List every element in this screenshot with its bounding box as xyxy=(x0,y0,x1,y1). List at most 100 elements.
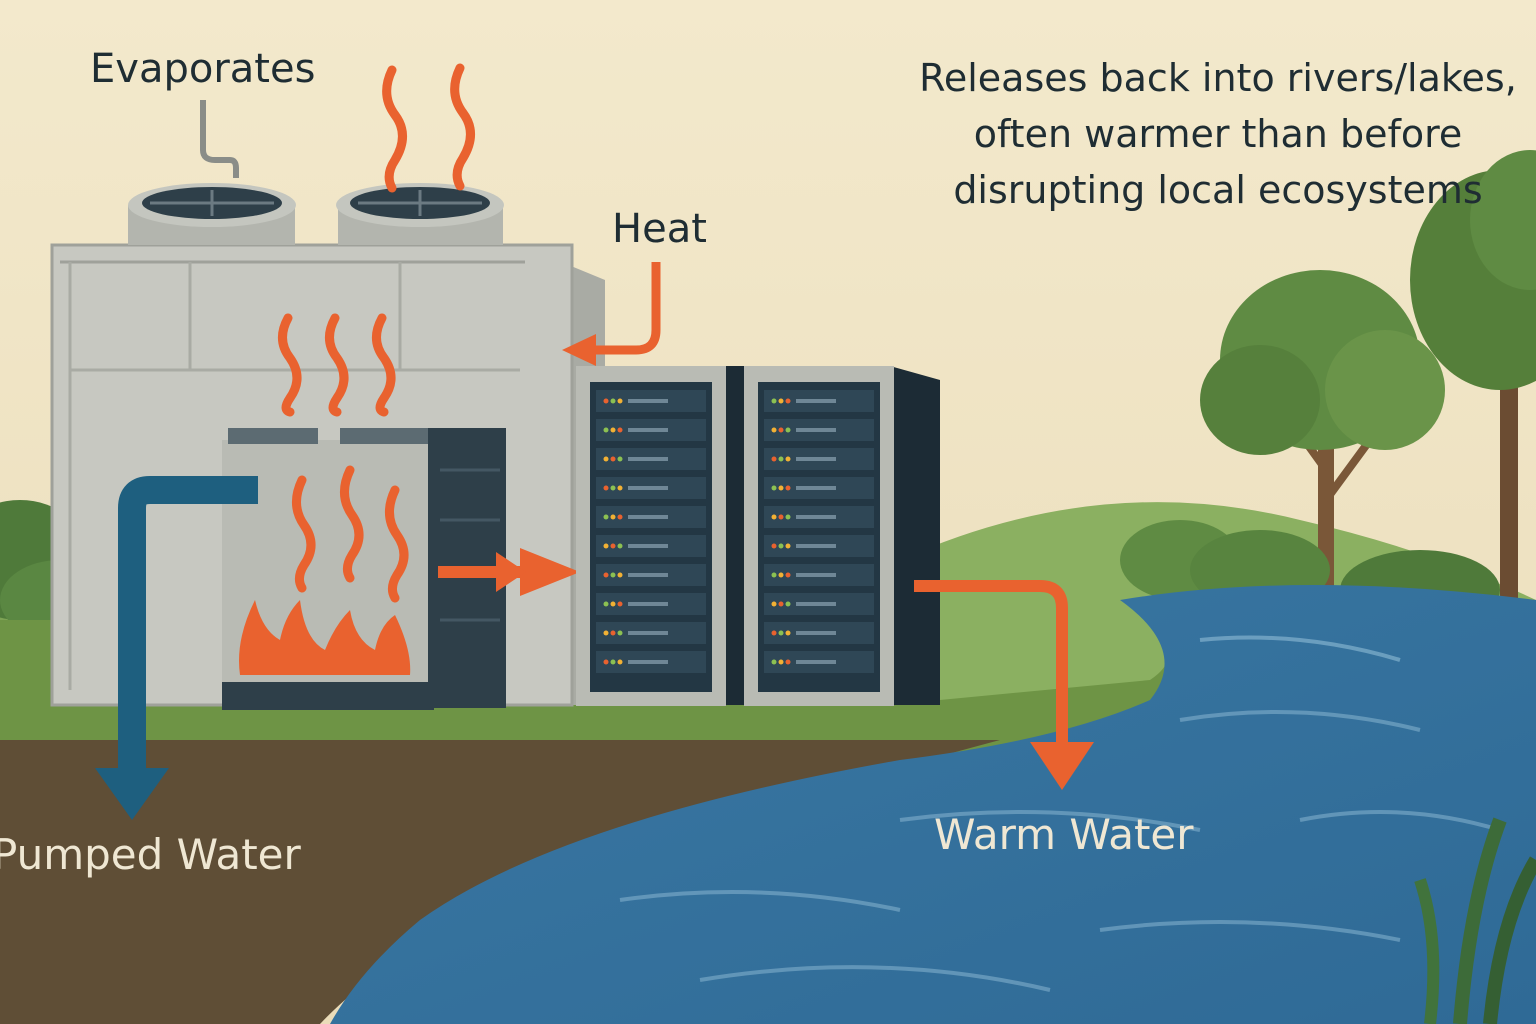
server-unit-slot xyxy=(628,515,668,519)
server-unit-slot xyxy=(796,457,836,461)
server-led xyxy=(771,427,777,433)
warm-water-label: Warm Water xyxy=(934,810,1194,859)
server-led xyxy=(603,456,609,462)
server-unit-slot xyxy=(796,573,836,577)
tree-icon xyxy=(1410,150,1536,600)
server-led xyxy=(785,659,791,665)
server-led xyxy=(603,601,609,607)
server-led xyxy=(771,485,777,491)
server-led xyxy=(785,601,791,607)
server-led xyxy=(617,398,623,404)
server-unit-slot xyxy=(796,399,836,403)
server-led xyxy=(617,456,623,462)
server-led xyxy=(778,601,784,607)
server-unit-slot xyxy=(628,457,668,461)
releases-note: Releases back into rivers/lakes, often w… xyxy=(908,50,1528,218)
warm-water-arrow xyxy=(914,580,1094,790)
server-led xyxy=(785,485,791,491)
server-led xyxy=(771,659,777,665)
fan-icon xyxy=(128,183,296,245)
server-led xyxy=(610,630,616,636)
server-unit-slot xyxy=(628,399,668,403)
server-led xyxy=(778,572,784,578)
server-unit-slot xyxy=(796,631,836,635)
server-unit-slot xyxy=(796,602,836,606)
server-led xyxy=(603,485,609,491)
server-led xyxy=(603,659,609,665)
server-led xyxy=(610,659,616,665)
heat-arrow xyxy=(562,262,661,366)
server-led xyxy=(610,572,616,578)
server-led xyxy=(603,630,609,636)
server-led xyxy=(610,543,616,549)
server-led xyxy=(785,543,791,549)
server-led xyxy=(610,485,616,491)
server-led xyxy=(771,543,777,549)
server-led xyxy=(617,485,623,491)
server-led xyxy=(603,427,609,433)
heat-label: Heat xyxy=(612,206,707,252)
server-led xyxy=(771,514,777,520)
server-led xyxy=(778,427,784,433)
server-led xyxy=(785,630,791,636)
server-unit-slot xyxy=(796,486,836,490)
server-led xyxy=(610,601,616,607)
server-led xyxy=(778,543,784,549)
server-led xyxy=(603,398,609,404)
server-led xyxy=(778,485,784,491)
server-led xyxy=(610,514,616,520)
server-unit-slot xyxy=(796,544,836,548)
pumped-water-pipe xyxy=(95,476,258,820)
river xyxy=(330,585,1536,1024)
server-led xyxy=(603,572,609,578)
server-led xyxy=(771,398,777,404)
server-led xyxy=(771,456,777,462)
server-led xyxy=(785,398,791,404)
server-led xyxy=(603,514,609,520)
server-led xyxy=(785,514,791,520)
server-unit-slot xyxy=(628,544,668,548)
server-unit-slot xyxy=(796,515,836,519)
server-unit-slot xyxy=(628,573,668,577)
server-led xyxy=(617,630,623,636)
fan-icon xyxy=(336,183,504,245)
server-led xyxy=(617,572,623,578)
server-led xyxy=(785,456,791,462)
releases-note-line: often warmer than before xyxy=(973,112,1463,156)
server-led xyxy=(617,427,623,433)
server-unit-slot xyxy=(628,631,668,635)
pumped-water-label: Pumped Water xyxy=(0,830,301,879)
server-led xyxy=(778,398,784,404)
server-led xyxy=(771,601,777,607)
server-led xyxy=(610,456,616,462)
server-unit-slot xyxy=(628,428,668,432)
server-led xyxy=(610,427,616,433)
server-led xyxy=(785,427,791,433)
server-led xyxy=(771,572,777,578)
evaporates-pointer xyxy=(200,100,239,178)
server-led xyxy=(778,514,784,520)
server-led xyxy=(617,543,623,549)
flow-arrow xyxy=(438,548,580,596)
server-led xyxy=(778,456,784,462)
heat-wave-icon xyxy=(382,63,475,193)
server-unit-slot xyxy=(796,660,836,664)
flame-icon xyxy=(239,600,411,675)
server-unit-slot xyxy=(628,660,668,664)
server-led xyxy=(617,659,623,665)
server-unit-slot xyxy=(628,602,668,606)
server-led xyxy=(778,659,784,665)
releases-note-line: Releases back into rivers/lakes, xyxy=(919,56,1517,100)
server-led xyxy=(778,630,784,636)
server-led xyxy=(617,601,623,607)
server-units xyxy=(596,390,874,673)
server-led xyxy=(603,543,609,549)
heat-wave-icon xyxy=(278,313,409,603)
server-led xyxy=(771,630,777,636)
server-led xyxy=(785,572,791,578)
server-unit-slot xyxy=(628,486,668,490)
reeds xyxy=(1414,817,1536,1024)
releases-note-line: disrupting local ecosystems xyxy=(953,168,1483,212)
